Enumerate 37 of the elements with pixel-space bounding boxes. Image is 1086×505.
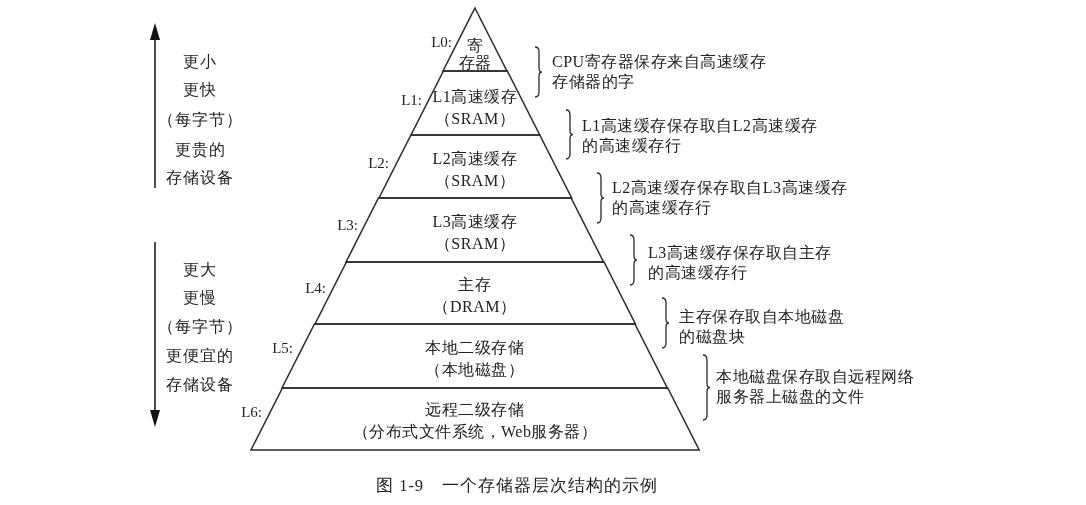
tier-name: 本地二级存储 xyxy=(425,338,525,358)
level-description: 本地磁盘保存取自远程网络服务器上磁盘的文件 xyxy=(716,367,915,407)
tier-name: 寄存器 xyxy=(459,36,492,71)
level-description: L1高速缓存保存取自L2高速缓存的高速缓存行 xyxy=(582,116,819,156)
property-text: 更快 xyxy=(183,80,217,100)
property-text: 更便宜的 xyxy=(166,346,234,366)
level-description: L2高速缓存保存取自L3高速缓存的高速缓存行 xyxy=(612,178,849,218)
level-label: L1: xyxy=(401,91,422,110)
figure-caption: 图 1-9 一个存储器层次结构的示例 xyxy=(376,475,659,497)
tier-technology: （SRAM） xyxy=(434,170,516,191)
level-description: L3高速缓存保存取自主存的高速缓存行 xyxy=(648,243,833,283)
property-text: 更慢 xyxy=(183,288,217,308)
tier-name: L3高速缓存 xyxy=(432,212,518,232)
tier-technology: （分布式文件系统，Web服务器） xyxy=(352,422,598,442)
tier-name: 主存 xyxy=(458,275,492,295)
level-description: 主存保存取自本地磁盘的磁盘块 xyxy=(679,307,845,347)
level-label: L5: xyxy=(272,339,293,358)
level-label: L4: xyxy=(305,279,326,298)
property-text: 更贵的 xyxy=(174,140,226,160)
level-label: L0: xyxy=(431,33,452,52)
property-text: 存储设备 xyxy=(166,168,234,188)
tier-name: 远程二级存储 xyxy=(425,400,525,420)
tier-technology: （SRAM） xyxy=(434,109,516,129)
level-label: L3: xyxy=(337,216,358,235)
property-text: （每字节） xyxy=(157,317,243,337)
tier-technology: （SRAM） xyxy=(434,234,516,254)
property-text: 更大 xyxy=(183,260,217,280)
tier-technology: （本地磁盘） xyxy=(425,360,525,380)
property-text: 存储设备 xyxy=(166,375,234,395)
tier-technology: （DRAM） xyxy=(433,297,517,317)
tier-name: L2高速缓存 xyxy=(432,148,518,169)
level-label: L2: xyxy=(368,154,389,173)
level-label: L6: xyxy=(241,403,262,422)
property-text: 更小 xyxy=(183,52,217,72)
property-text: （每字节） xyxy=(157,110,243,130)
tier-name: L1高速缓存 xyxy=(432,87,518,107)
level-description: CPU寄存器保存来自高速缓存存储器的字 xyxy=(552,52,768,92)
